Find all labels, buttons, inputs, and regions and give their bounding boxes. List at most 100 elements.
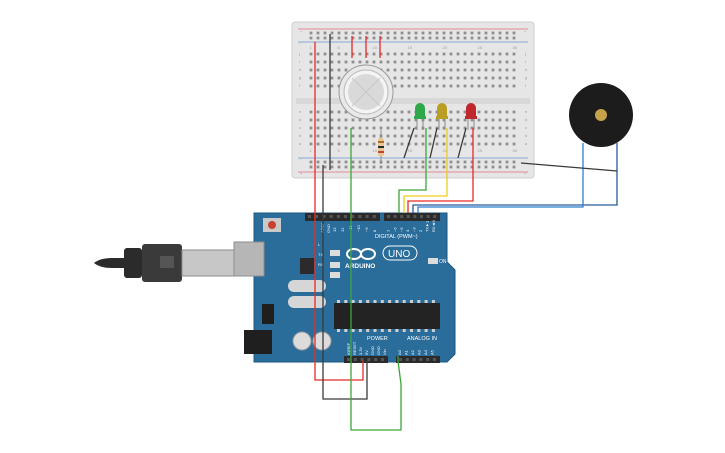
breadboard-hole (421, 134, 425, 138)
breadboard-hole (456, 134, 460, 138)
header-hole (393, 215, 397, 218)
header-hole (433, 215, 437, 218)
breadboard-hole (477, 142, 481, 146)
breadboard-hole (505, 134, 509, 138)
breadboard-hole (393, 68, 397, 72)
rail-hole (491, 36, 495, 40)
rail-hole (470, 165, 474, 169)
column-number: 5 (338, 148, 341, 153)
breadboard-hole (372, 52, 376, 56)
breadboard-hole (337, 118, 341, 122)
breadboard-hole (463, 134, 467, 138)
breadboard-hole (449, 118, 453, 122)
breadboard-hole (358, 52, 362, 56)
rail-hole (435, 160, 439, 164)
breadboard-hole (400, 60, 404, 64)
breadboard-hole (484, 134, 488, 138)
header-hole (372, 215, 376, 218)
breadboard-hole (386, 142, 390, 146)
led-green (414, 103, 426, 130)
rail-hole (351, 31, 355, 35)
rail-hole (351, 160, 355, 164)
breadboard-hole (449, 52, 453, 56)
breadboard-hole (309, 60, 313, 64)
header-hole (322, 215, 326, 218)
breadboard-hole (512, 126, 516, 130)
breadboard-hole (330, 142, 334, 146)
analog-header (396, 356, 440, 363)
column-number: 30 (513, 45, 518, 50)
rail-hole (512, 160, 516, 164)
breadboard-hole (330, 84, 334, 88)
breadboard-hole (323, 126, 327, 130)
breadboard-hole (400, 68, 404, 72)
breadboard-hole (456, 126, 460, 130)
rail-plus-top: + (300, 29, 303, 34)
breadboard-hole (407, 134, 411, 138)
rail-hole (379, 31, 383, 35)
rail-hole (309, 36, 313, 40)
breadboard-hole (512, 68, 516, 72)
gas-sensor (338, 64, 394, 120)
breadboard-hole (344, 110, 348, 114)
rail-hole (393, 165, 397, 169)
breadboard-hole (505, 52, 509, 56)
breadboard-hole (442, 118, 446, 122)
power-label: POWER (367, 336, 388, 342)
header-hole (347, 358, 350, 361)
breadboard-hole (400, 126, 404, 130)
breadboard-hole (337, 60, 341, 64)
rail-hole (491, 31, 495, 35)
breadboard-hole (491, 84, 495, 88)
breadboard-hole (309, 110, 313, 114)
rail-hole (470, 31, 474, 35)
rail-hole (498, 31, 502, 35)
analog-pin-label: A3 (417, 349, 422, 355)
model-label: UNO (388, 249, 410, 260)
breadboard-hole (316, 134, 320, 138)
on-label: ON (439, 259, 447, 265)
rail-hole (428, 31, 432, 35)
rail-hole (442, 165, 446, 169)
digital-pin-label: ~6 (392, 227, 397, 232)
rail-hole (505, 165, 509, 169)
breadboard-hole (309, 134, 313, 138)
breadboard-hole (386, 110, 390, 114)
breadboard-hole (491, 118, 495, 122)
breadboard-hole (393, 60, 397, 64)
breadboard-hole (498, 60, 502, 64)
rail-hole (512, 36, 516, 40)
chip-pin (366, 300, 370, 303)
rail-hole (477, 36, 481, 40)
rail-hole (330, 165, 334, 169)
breadboard-hole (407, 76, 411, 80)
breadboard-hole (365, 60, 369, 64)
breadboard-hole (484, 68, 488, 72)
rail-hole (414, 31, 418, 35)
rail-hole (477, 160, 481, 164)
rail-hole (442, 36, 446, 40)
breadboard-hole (484, 118, 488, 122)
breadboard-hole (344, 142, 348, 146)
rail-hole (372, 36, 376, 40)
rail-hole (344, 160, 348, 164)
row-letter: c (525, 125, 527, 130)
rail-hole (477, 31, 481, 35)
breadboard-hole (351, 134, 355, 138)
breadboard-hole (456, 118, 460, 122)
header-hole (400, 215, 404, 218)
breadboard-hole (421, 76, 425, 80)
breadboard-hole (470, 68, 474, 72)
breadboard-hole (365, 52, 369, 56)
breadboard-hole (351, 126, 355, 130)
breadboard-hole (428, 126, 432, 130)
row-letter: a (525, 141, 528, 146)
digital-pin-label: ~5 (399, 227, 404, 232)
breadboard-hole (316, 68, 320, 72)
breadboard-hole (449, 84, 453, 88)
digital-pin-label: ~10 (356, 224, 361, 232)
chip-pin (344, 300, 348, 303)
breadboard-hole (393, 110, 397, 114)
breadboard-hole (379, 118, 383, 122)
breadboard-hole (421, 68, 425, 72)
